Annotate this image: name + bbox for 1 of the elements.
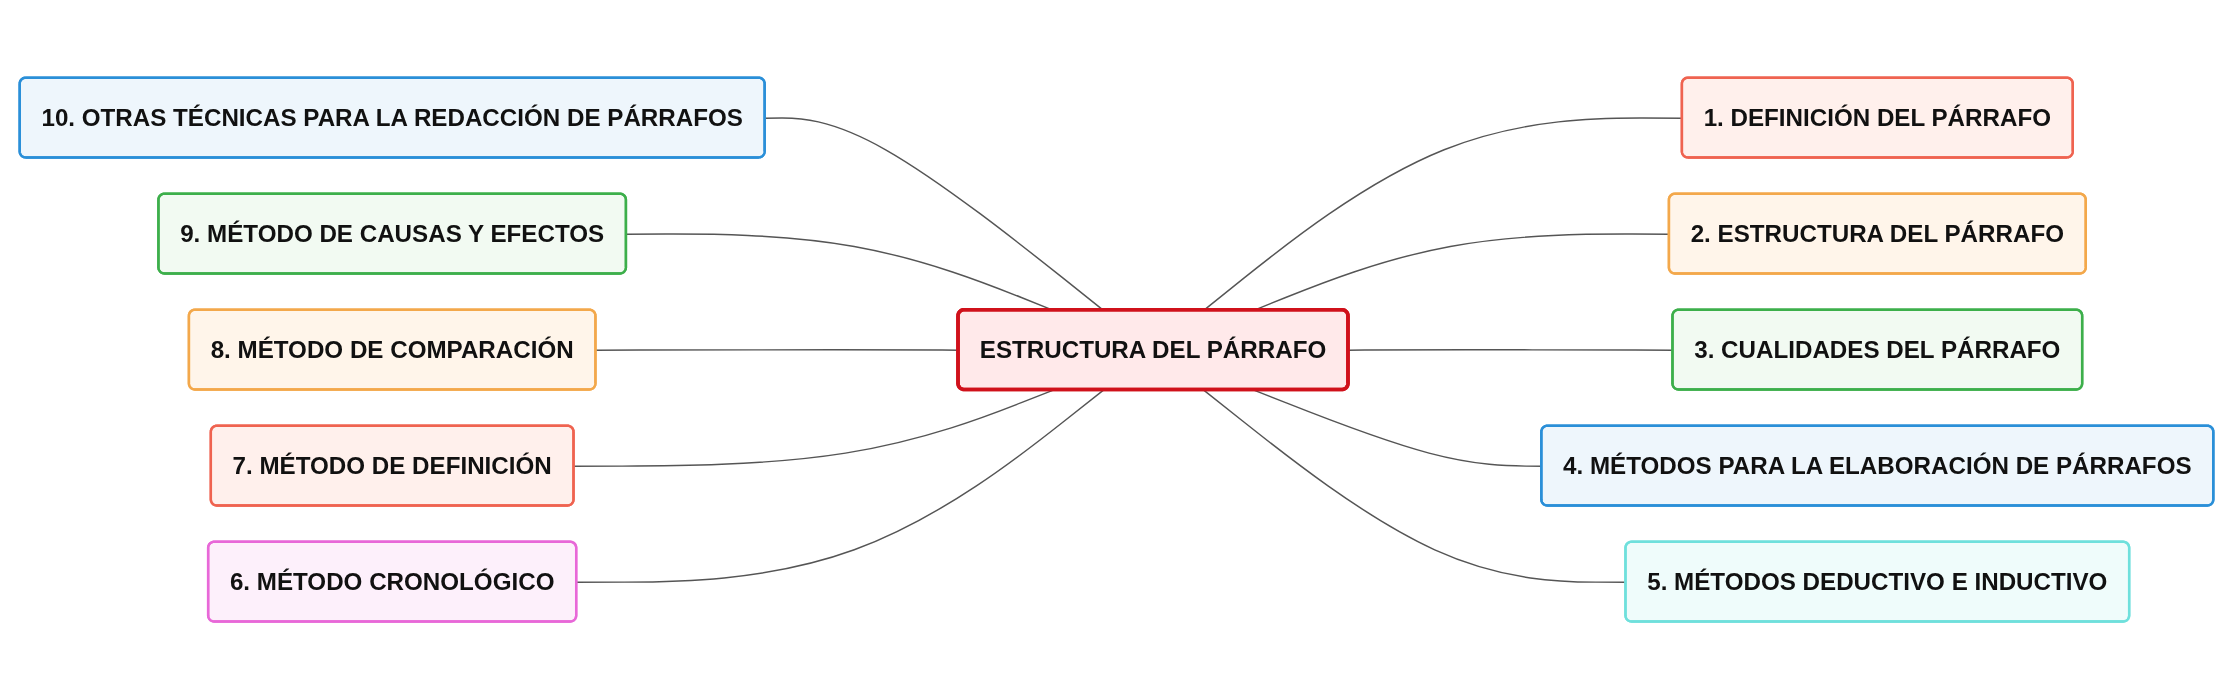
connector [576, 389, 1105, 584]
